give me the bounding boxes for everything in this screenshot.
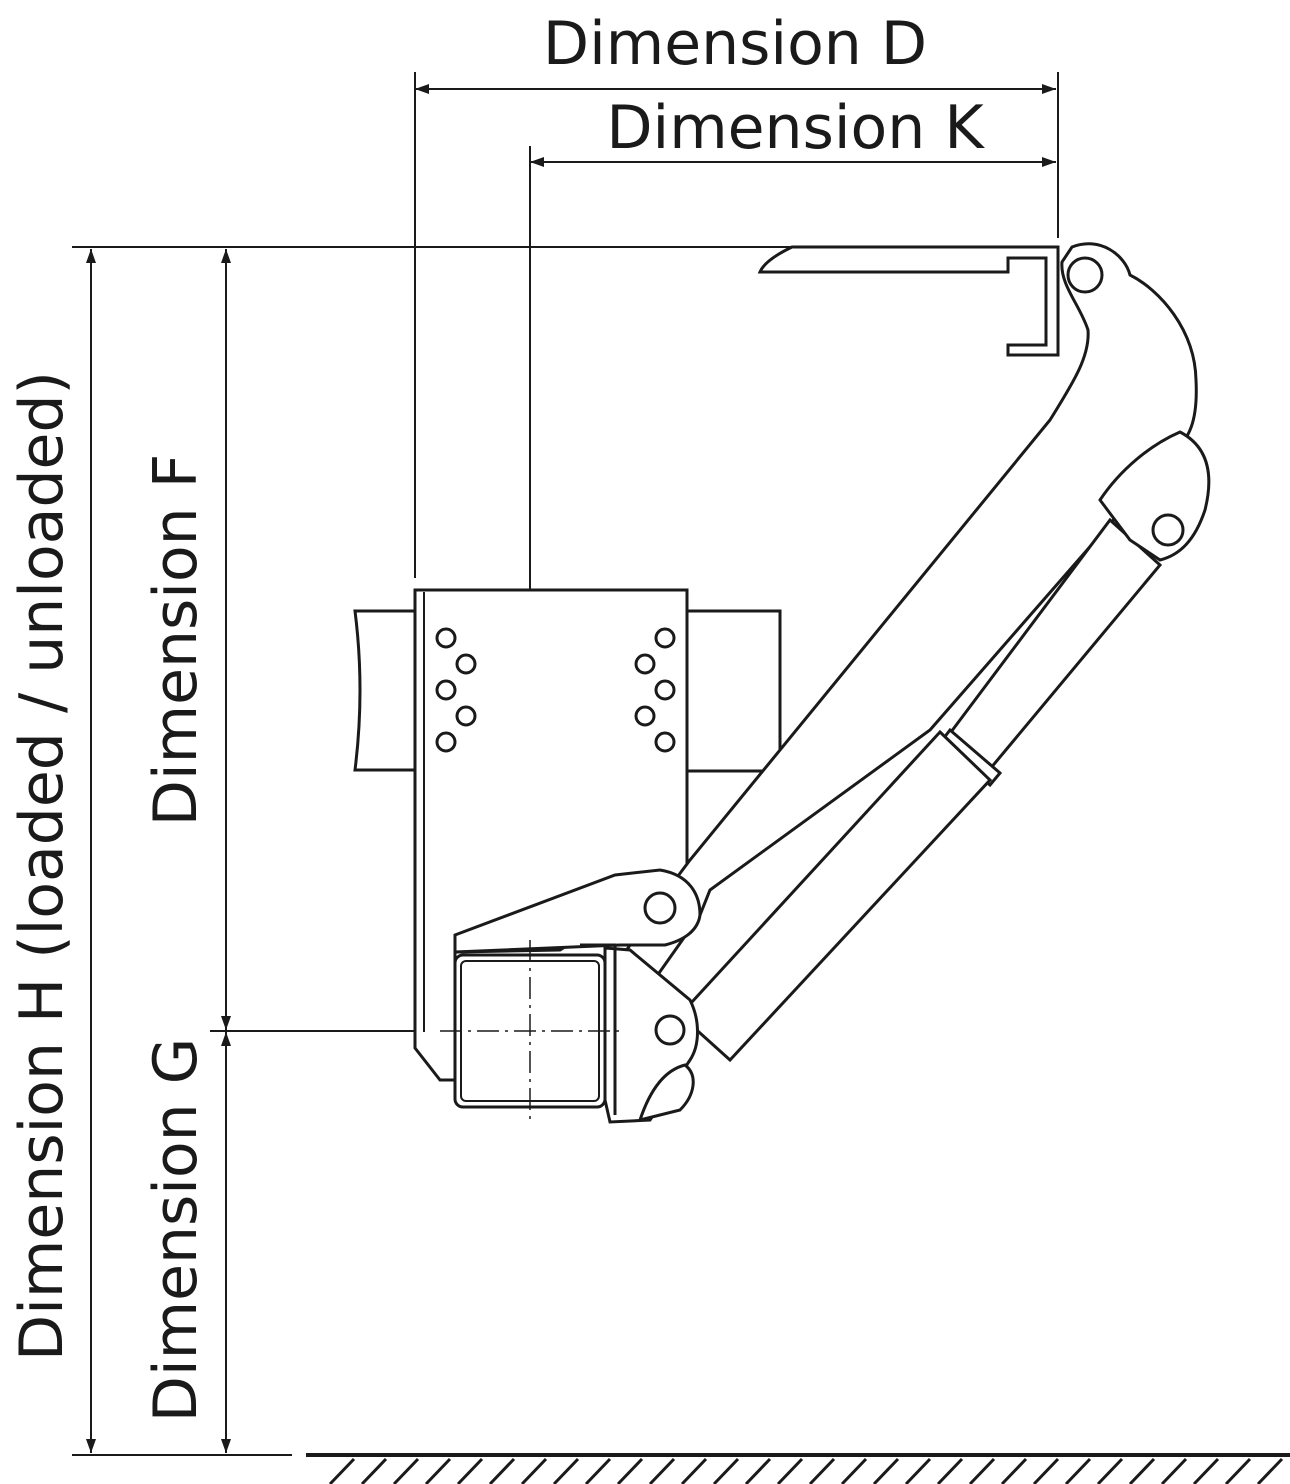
hatch-stroke [616,1457,644,1484]
hatch-stroke [552,1457,580,1484]
hatch-stroke [744,1457,772,1484]
label-dimension-d: Dimension D [543,9,927,79]
hatch-stroke [1224,1457,1252,1484]
hatch-stroke [840,1457,868,1484]
hatch-stroke [456,1457,484,1484]
hatch-stroke [936,1457,964,1484]
hatch-stroke [520,1457,548,1484]
ground-hatching [306,1453,1290,1484]
hatch-stroke [1128,1457,1156,1484]
hatch-stroke [968,1457,996,1484]
hatch-stroke [1096,1457,1124,1484]
hatch-stroke [360,1457,388,1484]
label-dimension-g: Dimension G [141,1038,211,1423]
hatch-stroke [1064,1457,1092,1484]
hatch-stroke [712,1457,740,1484]
hatch-stroke [392,1457,420,1484]
hatch-stroke [808,1457,836,1484]
hatch-stroke [1192,1457,1220,1484]
hatch-stroke [1032,1457,1060,1484]
hatch-stroke [1256,1457,1284,1484]
hatch-stroke [648,1457,676,1484]
label-dimension-h: Dimension H (loaded / unloaded) [7,371,77,1361]
hatch-stroke [1160,1457,1188,1484]
hatch-stroke [1000,1457,1028,1484]
chassis-beam [353,609,782,773]
hatch-stroke [904,1457,932,1484]
hatch-stroke [584,1457,612,1484]
square-tube-section [440,940,620,1120]
label-dimension-f: Dimension F [141,454,211,827]
hatch-stroke [872,1457,900,1484]
lower-bracket [453,868,702,1124]
dimension-lines [72,72,1059,1456]
hatch-stroke [488,1457,516,1484]
hatch-stroke [776,1457,804,1484]
label-dimension-k: Dimension K [606,93,985,163]
hydraulic-cylinder [677,430,1211,1063]
hatch-stroke [424,1457,452,1484]
hatch-stroke [328,1457,356,1484]
top-hook [757,245,1060,357]
hatch-stroke [680,1457,708,1484]
